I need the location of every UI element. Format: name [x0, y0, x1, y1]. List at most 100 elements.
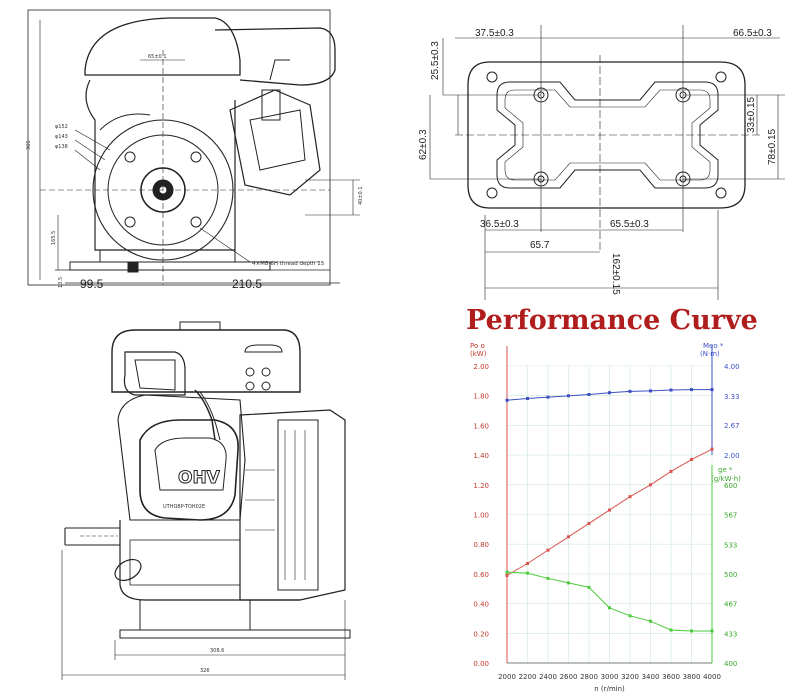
x-tick-label: 4000 — [703, 673, 721, 681]
x-tick-label: 2400 — [539, 673, 557, 681]
dim-308-6: 308.6 — [210, 648, 224, 654]
left-tick-label: 2.00 — [473, 363, 489, 371]
series-point-power — [690, 458, 693, 462]
x-tick-label: 2800 — [580, 673, 598, 681]
dim-326: 326 — [200, 668, 210, 674]
dim-33: 33±0.15 — [746, 96, 757, 133]
fuel-tick-label: 433 — [724, 631, 737, 639]
left-axis-label: Po o — [470, 342, 485, 350]
left-tick-label: 0.00 — [473, 660, 489, 668]
series-point-torque — [567, 394, 570, 398]
series-point-power — [710, 447, 714, 451]
left-tick-label: 1.20 — [473, 482, 489, 490]
series-point-fuel — [546, 576, 550, 580]
dim-13-5: 13.5 — [58, 277, 64, 288]
series-point-fuel — [669, 628, 673, 632]
series-point-torque — [505, 398, 509, 402]
series-point-fuel — [710, 629, 714, 633]
left-tick-label: 1.40 — [473, 452, 489, 460]
series-point-torque — [690, 388, 693, 392]
x-axis-label: n (r/min) — [594, 685, 625, 693]
dim-66-5: 66.5±0.3 — [733, 28, 772, 39]
front-view-drawing — [27, 9, 360, 286]
dim-78: 78±0.15 — [767, 128, 778, 165]
dim-165-5: 165.5 — [51, 231, 57, 245]
left-axis-unit: (kW) — [470, 350, 487, 358]
dim-365: 365 — [26, 140, 32, 150]
series-point-torque — [608, 391, 611, 395]
dim-phi143: φ143 — [55, 134, 68, 140]
series-point-fuel — [628, 614, 632, 618]
torque-tick-label: 2.00 — [724, 452, 740, 460]
performance-chart: 0.00 0.20 0.40 0.60 0.80 1.00 1.20 1.40 1.60 1.80… — [470, 342, 741, 693]
dim-162: 162±0.15 — [610, 253, 621, 295]
dim-37-5: 37.5±0.3 — [475, 28, 514, 39]
torque-tick-label: 2.67 — [724, 422, 740, 430]
series-point-fuel — [649, 619, 652, 623]
thread-callout: 4×M8-6H thread depth 15 — [252, 261, 325, 267]
series-point-power — [567, 535, 570, 539]
dim-36-5: 36.5±0.3 — [480, 219, 519, 230]
dim-65-7: 65.7 — [530, 240, 550, 251]
series-point-power — [505, 573, 509, 577]
left-tick-label: 0.20 — [473, 630, 489, 638]
series-point-torque — [587, 392, 591, 396]
series-point-torque — [628, 389, 632, 393]
x-tick-label: 3600 — [662, 673, 680, 681]
x-tick-label: 3200 — [621, 673, 639, 681]
engine-plate-text: UTHO8P-TOH02E — [163, 504, 205, 510]
series-point-torque — [546, 395, 550, 399]
series-point-fuel — [526, 571, 529, 575]
torque-tick-label: 4.00 — [724, 363, 740, 371]
dim-phi138: φ138 — [55, 144, 68, 150]
x-tick-label: 2200 — [519, 673, 537, 681]
fuel-tick-label: 400 — [724, 660, 737, 668]
series-point-power — [587, 521, 591, 525]
x-tick-label: 3800 — [683, 673, 701, 681]
dim-phi152: φ152 — [55, 124, 68, 130]
dim-65: 65±0.1 — [148, 54, 167, 60]
series-point-torque — [649, 389, 652, 393]
series-point-power — [669, 469, 673, 473]
left-tick-label: 1.80 — [473, 393, 489, 401]
fuel-axis-unit: (g/kW·h) — [711, 475, 741, 483]
x-tick-label: 2000 — [498, 673, 516, 681]
fuel-tick-label: 600 — [724, 482, 737, 490]
base-plate-drawing — [429, 25, 785, 300]
torque-tick-label: 3.33 — [724, 393, 740, 401]
series-point-torque — [710, 388, 714, 392]
torque-axis-label: Meo * — [703, 342, 724, 350]
dim-40: 40±0.1 — [358, 186, 364, 205]
series-point-fuel — [690, 629, 693, 633]
left-tick-label: 1.00 — [473, 512, 489, 520]
series-point-fuel — [567, 581, 570, 585]
fuel-tick-label: 567 — [724, 511, 737, 519]
left-tick-label: 0.40 — [473, 601, 489, 609]
dim-210-5: 210.5 — [232, 277, 262, 291]
left-tick-label: 1.60 — [473, 422, 489, 430]
fuel-tick-label: 500 — [724, 571, 737, 579]
performance-title: Performance Curve — [466, 305, 758, 336]
x-tick-label: 2600 — [560, 673, 578, 681]
series-point-power — [608, 508, 611, 512]
x-tick-label: 3000 — [601, 673, 619, 681]
dim-25-5: 25.5±0.3 — [430, 41, 441, 80]
ohv-badge: OHV — [178, 468, 221, 488]
dim-65-5: 65.5±0.3 — [610, 219, 649, 230]
series-point-fuel — [587, 585, 591, 589]
series-point-power — [649, 483, 652, 487]
series-point-power — [546, 548, 550, 552]
side-view-drawing — [61, 321, 351, 680]
dim-99-5: 99.5 — [80, 277, 104, 291]
series-point-fuel — [608, 606, 611, 610]
dim-62: 62±0.3 — [418, 129, 429, 160]
fuel-axis-label: ge * — [718, 466, 733, 474]
torque-axis-unit: (N·m) — [700, 350, 720, 358]
series-point-power — [628, 495, 632, 499]
series-point-torque — [669, 388, 673, 392]
left-tick-label: 0.80 — [473, 541, 489, 549]
series-point-torque — [526, 396, 529, 400]
fuel-tick-label: 467 — [724, 600, 737, 608]
left-tick-label: 0.60 — [473, 571, 489, 579]
